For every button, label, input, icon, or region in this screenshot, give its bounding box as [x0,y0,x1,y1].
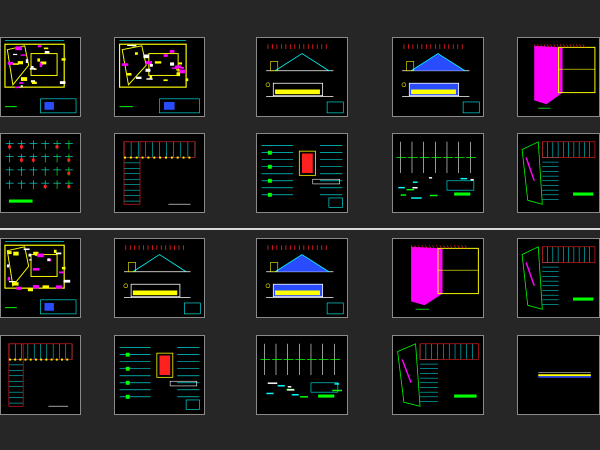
drawing-sheet-construction-details[interactable] [256,335,348,415]
drawing-sheet-elevations-color[interactable] [392,37,484,117]
drawing-sheet-foundation-plan[interactable] [0,335,81,415]
drawing-sheet-blank-sheet[interactable] [517,335,600,415]
sheet-drawing [396,141,477,199]
sheet-drawing [521,141,596,205]
sheet-drawing [118,40,200,114]
sheet-drawing [260,343,342,398]
sheet-drawing [521,246,596,310]
sheet-drawing [5,140,73,203]
drawing-sheet-construction-details[interactable] [392,133,484,213]
drawing-sheet-floor-framing[interactable] [517,133,600,213]
drawing-sheet-site-plan[interactable] [0,238,81,318]
sheet-drawing [401,44,480,114]
sheet-drawing [119,347,200,410]
sheet-drawing [8,343,73,407]
drawing-sheet-elevations-color[interactable] [256,238,348,318]
drawing-sheet-roof-plan[interactable] [517,37,600,117]
drawing-sheet-elevations[interactable] [114,238,205,318]
sheet-drawing [4,241,77,315]
sheet-drawing [410,245,479,310]
sheet-drawing [265,44,344,114]
sheet-drawing [397,343,479,407]
sheet-drawing [123,141,196,205]
drawing-sheet-section-details[interactable] [114,335,205,415]
drawing-sheet-section-details[interactable] [256,133,348,213]
drawing-sheet-floor-framing[interactable] [392,335,484,415]
sheet-drawing [533,44,596,109]
drawing-sheet-site-plan-alt[interactable] [114,37,205,117]
drawing-sheet-foundation-plan[interactable] [114,133,205,213]
sheet-drawing [261,145,343,208]
drawing-sheet-floor-framing[interactable] [517,238,600,318]
drawing-sheet-site-plan[interactable] [0,37,81,117]
sheet-drawing [538,372,591,378]
drawing-sheet-elevations[interactable] [256,37,348,117]
sheet-drawing [123,245,201,315]
drawing-sheet-structural-details[interactable] [0,133,81,213]
sheet-drawing [4,40,77,114]
drawing-sheet-roof-plan[interactable] [392,238,484,318]
set-separator-line [0,228,600,230]
sheet-drawing [265,245,344,315]
